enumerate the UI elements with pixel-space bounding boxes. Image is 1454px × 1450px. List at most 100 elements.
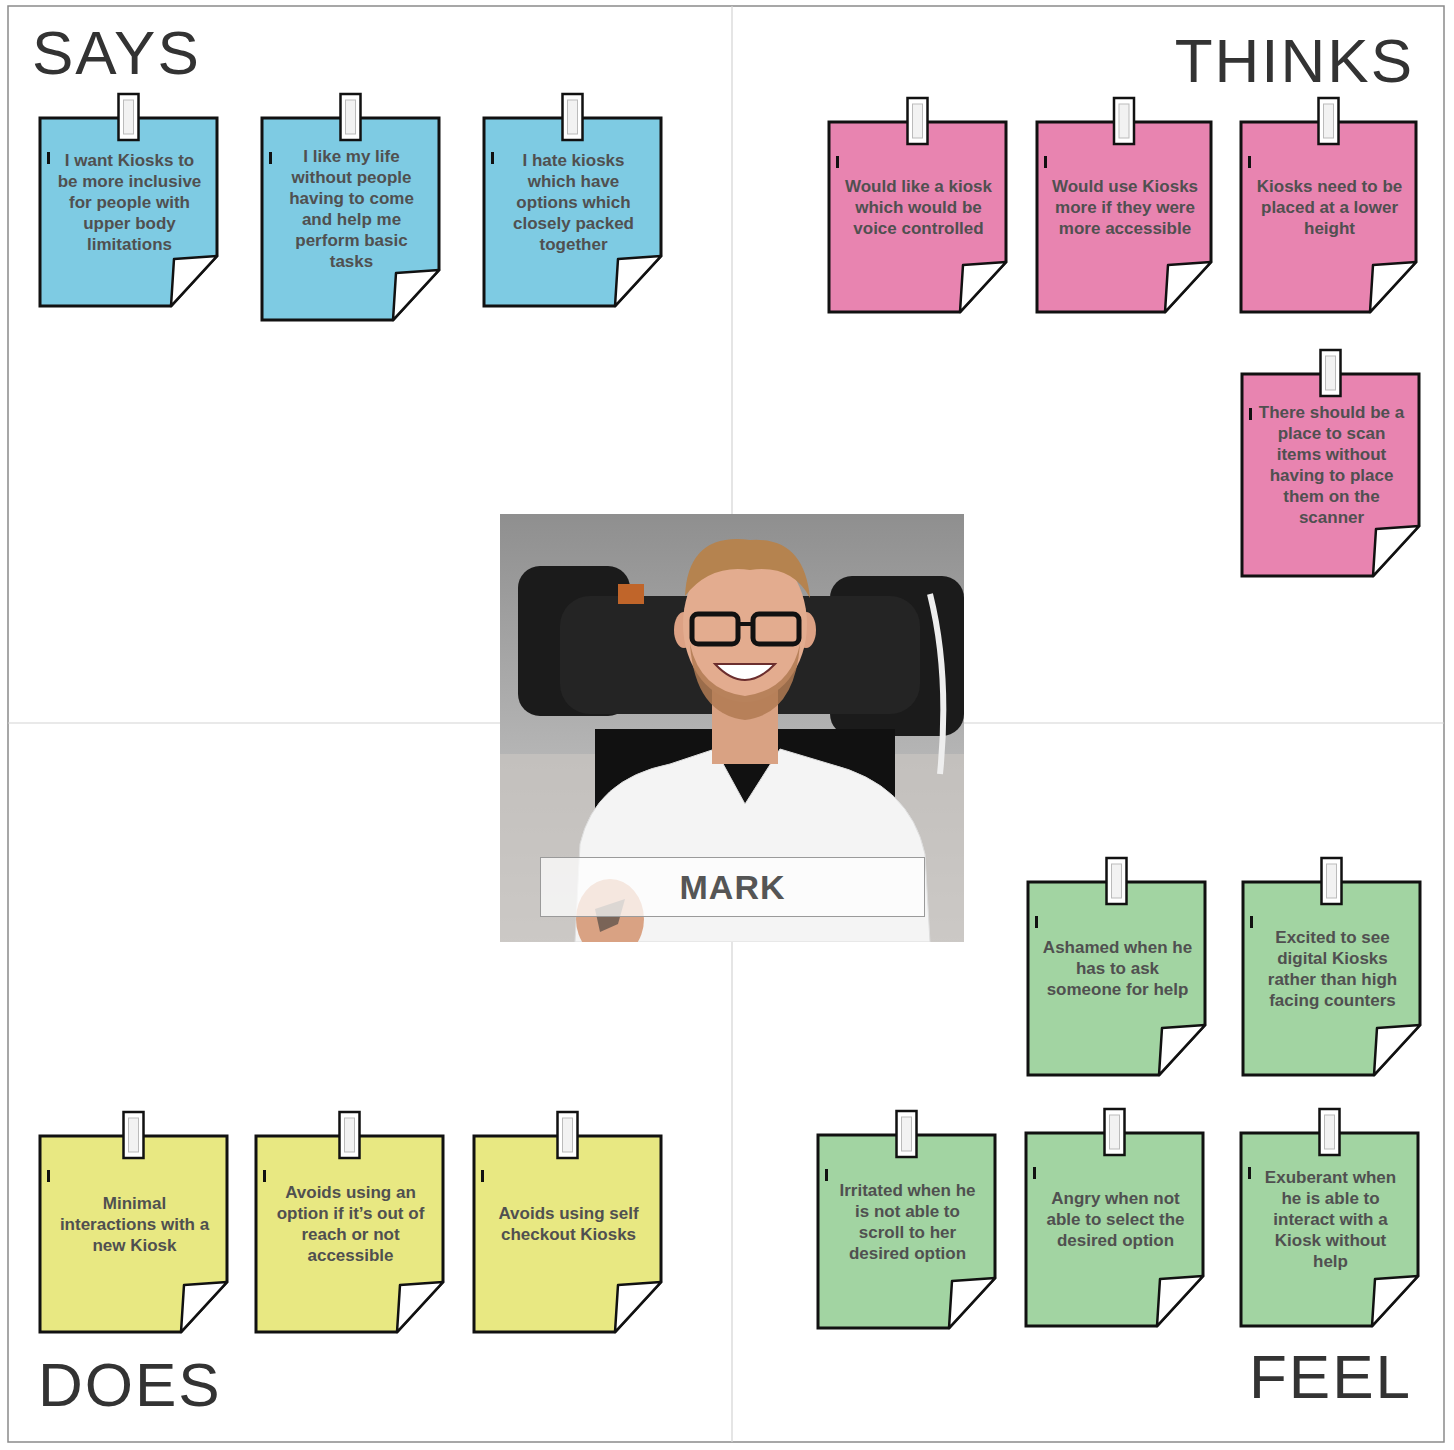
note-pin [1322, 858, 1342, 904]
sticky-shape [484, 118, 661, 306]
note-pin-shine [346, 100, 356, 134]
note-pin [563, 94, 583, 140]
note-pin [119, 94, 139, 140]
sticky-shape [1241, 122, 1416, 312]
sticky-note: Exuberant when he is able to interact wi… [1241, 1133, 1418, 1326]
note-pin [1320, 1109, 1340, 1155]
sticky-shape [1026, 1133, 1203, 1326]
outer-border [8, 6, 1444, 1442]
note-fold [1373, 526, 1419, 576]
note-fold [1157, 1276, 1203, 1326]
note-text: I hate kiosks which have options which c… [498, 150, 649, 255]
sticky-shape [829, 122, 1006, 312]
note-mark [1248, 1167, 1251, 1179]
note-area: Excited to see digital Kiosks rather tha… [1257, 908, 1408, 1029]
note-text: Would use Kiosks more if they were more … [1051, 176, 1199, 239]
note-pin-shine [1119, 104, 1129, 138]
note-pin-shine [1325, 1115, 1335, 1149]
sticky-shape [40, 1136, 227, 1332]
note-fold [615, 256, 661, 306]
note-pin-shine [563, 1118, 573, 1152]
note-area: Exuberant when he is able to interact wi… [1255, 1159, 1406, 1280]
sticky-note: I want Kiosks to be more inclusive for p… [40, 118, 217, 306]
note-fold [171, 256, 217, 306]
note-pin [558, 1112, 578, 1158]
note-fold [1372, 1276, 1418, 1326]
note-area: Would like a kiosk which would be voice … [843, 148, 994, 266]
note-mark [1249, 408, 1252, 420]
note-fold [960, 262, 1006, 312]
note-mark [269, 152, 272, 164]
note-text: Ashamed when he has to ask someone for h… [1042, 937, 1193, 1000]
note-area: There should be a place to scan items wi… [1256, 400, 1407, 530]
quadrant-heading: THINKS [1175, 30, 1414, 92]
sticky-note: Avoids using an option if it’s out of re… [256, 1136, 443, 1332]
note-area: Angry when not able to select the desire… [1040, 1159, 1191, 1280]
note-text: Kiosks need to be placed at a lower heig… [1255, 176, 1404, 239]
note-mark [1248, 156, 1251, 168]
sticky-note: I like my life without people having to … [262, 118, 439, 320]
note-pin-shine [1326, 356, 1336, 390]
note-text: Angry when not able to select the desire… [1040, 1188, 1191, 1251]
note-body [1028, 882, 1205, 1075]
note-area: Minimal interactions with a new Kiosk [54, 1162, 215, 1286]
note-pin-shine [568, 100, 578, 134]
quadrant: DOESMinimal interactions with a new Kios… [8, 723, 732, 1442]
note-pin [1107, 858, 1127, 904]
note-text: Irritated when he is not able to scroll … [832, 1180, 983, 1264]
note-body [818, 1135, 995, 1328]
sticky-note: Avoids using self checkout Kiosks [474, 1136, 661, 1332]
note-pin-shine [129, 1118, 139, 1152]
note-pin-shine [124, 100, 134, 134]
note-fold [615, 1282, 661, 1332]
note-mark [836, 156, 839, 168]
sticky-note: Irritated when he is not able to scroll … [818, 1135, 995, 1328]
note-pin-shine [1112, 864, 1122, 898]
note-text: Exuberant when he is able to interact wi… [1255, 1167, 1406, 1272]
note-text: I want Kiosks to be more inclusive for p… [54, 150, 205, 255]
note-pin-shine [345, 1118, 355, 1152]
note-mark [263, 1170, 266, 1182]
note-fold [1374, 1025, 1420, 1075]
note-body [40, 118, 217, 306]
note-mark [1250, 916, 1253, 928]
note-mark [1033, 1167, 1036, 1179]
sticky-shape [40, 118, 217, 306]
note-body [262, 118, 439, 320]
note-body [829, 122, 1006, 312]
quadrant: SAYSI want Kiosks to be more inclusive f… [8, 6, 732, 723]
sticky-note: Ashamed when he has to ask someone for h… [1028, 882, 1205, 1075]
quadrant: FEELAshamed when he has to ask someone f… [732, 723, 1444, 1442]
sticky-note: There should be a place to scan items wi… [1242, 374, 1419, 576]
note-area: Kiosks need to be placed at a lower heig… [1255, 148, 1404, 266]
note-pin-shine [1110, 1115, 1120, 1149]
note-mark [1044, 156, 1047, 168]
note-body [1241, 1133, 1418, 1326]
note-area: I want Kiosks to be more inclusive for p… [54, 144, 205, 260]
note-area: I hate kiosks which have options which c… [498, 144, 649, 260]
persona-name: MARK [680, 868, 786, 907]
sticky-shape [1037, 122, 1211, 312]
note-pin [1105, 1109, 1125, 1155]
note-pin [897, 1111, 917, 1157]
note-mark [825, 1169, 828, 1181]
note-mark [47, 152, 50, 164]
name-label: MARK [540, 857, 925, 917]
note-body [1243, 882, 1420, 1075]
sticky-note: Would use Kiosks more if they were more … [1037, 122, 1211, 312]
note-pin-shine [1327, 864, 1337, 898]
note-pin [341, 94, 361, 140]
note-fold [1159, 1025, 1205, 1075]
note-fold [181, 1282, 227, 1332]
note-fold [1370, 262, 1416, 312]
note-text: Would like a kiosk which would be voice … [843, 176, 994, 239]
note-pin-shine [913, 104, 923, 138]
note-text: Avoids using an option if it’s out of re… [270, 1182, 431, 1266]
note-pin [908, 98, 928, 144]
sticky-note: Kiosks need to be placed at a lower heig… [1241, 122, 1416, 312]
note-text: Minimal interactions with a new Kiosk [54, 1193, 215, 1256]
note-area: Avoids using self checkout Kiosks [488, 1162, 649, 1286]
sticky-note: Minimal interactions with a new Kiosk [40, 1136, 227, 1332]
note-body [474, 1136, 661, 1332]
